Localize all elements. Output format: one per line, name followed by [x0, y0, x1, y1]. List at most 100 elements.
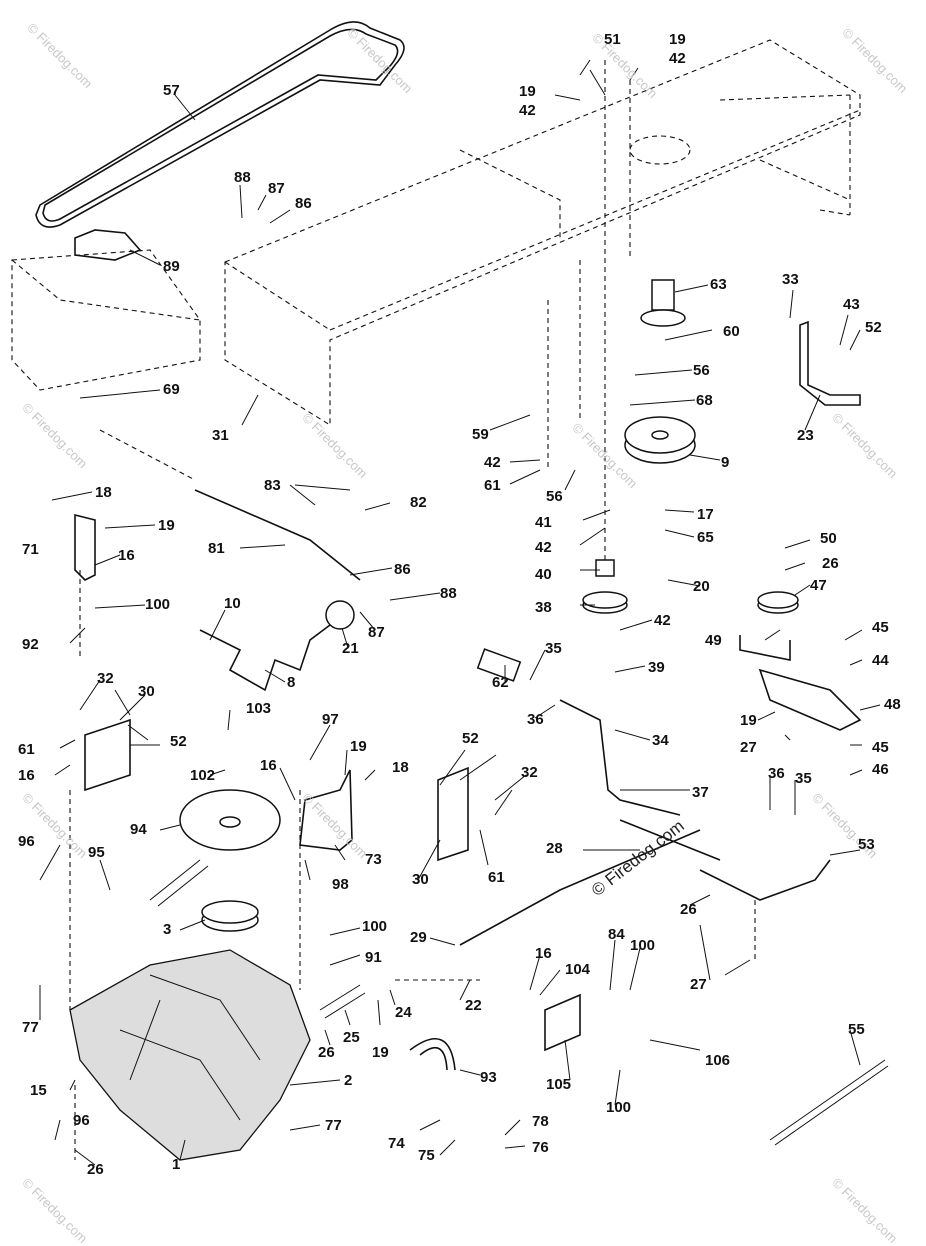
rod-81 — [194, 489, 361, 581]
label-31: 31 — [212, 427, 229, 444]
label-93: 93 — [480, 1069, 497, 1086]
label-22: 22 — [465, 997, 482, 1014]
label-48: 48 — [884, 696, 901, 713]
spring-25 — [319, 984, 366, 1019]
label-69: 69 — [163, 381, 180, 398]
label-73: 73 — [365, 851, 382, 868]
label-77-b: 77 — [325, 1117, 342, 1134]
label-35-b: 35 — [795, 770, 812, 787]
label-45-b: 45 — [872, 739, 889, 756]
label-33: 33 — [782, 271, 799, 288]
label-88-b: 88 — [440, 585, 457, 602]
label-28: 28 — [546, 840, 563, 857]
label-23: 23 — [797, 427, 814, 444]
label-19-e: 19 — [350, 738, 367, 755]
label-63: 63 — [710, 276, 727, 293]
label-45-a: 45 — [872, 619, 889, 636]
label-84: 84 — [608, 926, 625, 943]
label-102: 102 — [190, 767, 216, 784]
spring-95 — [149, 859, 209, 907]
transaxle — [69, 949, 311, 1161]
label-20: 20 — [693, 578, 710, 595]
label-32-a: 32 — [97, 670, 114, 687]
label-49: 49 — [705, 632, 722, 649]
label-61-a: 61 — [484, 477, 501, 494]
label-51: 51 — [604, 31, 621, 48]
label-47: 47 — [810, 577, 827, 594]
rod-28 — [459, 829, 701, 946]
label-104: 104 — [565, 961, 591, 978]
label-89: 89 — [163, 258, 180, 275]
label-42-e: 42 — [654, 612, 671, 629]
label-75: 75 — [418, 1147, 435, 1164]
label-52-a: 52 — [865, 319, 882, 336]
label-71: 71 — [22, 541, 39, 558]
bracket-30 — [84, 718, 131, 792]
label-82: 82 — [410, 494, 427, 511]
drive-belt — [35, 21, 405, 228]
label-77-a: 77 — [22, 1019, 39, 1036]
label-25: 25 — [343, 1029, 360, 1046]
bracket-48 — [758, 668, 862, 731]
label-76: 76 — [532, 1139, 549, 1156]
label-16-a: 16 — [118, 547, 135, 564]
label-24: 24 — [395, 1004, 412, 1021]
shaft-34 — [559, 699, 681, 816]
label-39: 39 — [648, 659, 665, 676]
label-60: 60 — [723, 323, 740, 340]
label-100-a: 100 — [145, 596, 171, 613]
label-52-b: 52 — [170, 733, 187, 750]
label-91: 91 — [365, 949, 382, 966]
label-105: 105 — [546, 1076, 572, 1093]
label-30-b: 30 — [412, 871, 429, 888]
label-26-a: 26 — [822, 555, 839, 572]
diagram-drawing — [11, 21, 889, 1166]
label-57: 57 — [163, 82, 180, 99]
label-81: 81 — [208, 540, 225, 557]
label-96-a: 96 — [18, 833, 35, 850]
label-1: 1 — [172, 1156, 181, 1173]
label-19-f: 19 — [372, 1044, 389, 1061]
label-2: 2 — [344, 1072, 353, 1089]
label-74: 74 — [388, 1135, 405, 1152]
label-59: 59 — [472, 426, 489, 443]
label-16-d: 16 — [535, 945, 552, 962]
label-87: 87 — [268, 180, 285, 197]
label-106: 106 — [705, 1052, 731, 1069]
belt-guard — [74, 229, 142, 261]
label-100-d: 100 — [606, 1099, 632, 1116]
label-3: 3 — [163, 921, 172, 938]
label-94: 94 — [130, 821, 147, 838]
rod-53 — [699, 859, 831, 901]
label-65: 65 — [697, 529, 714, 546]
label-16-b: 16 — [18, 767, 35, 784]
label-78: 78 — [532, 1113, 549, 1130]
label-103: 103 — [246, 700, 272, 717]
label-8: 8 — [287, 674, 296, 691]
label-10: 10 — [224, 595, 241, 612]
label-87-b: 87 — [368, 624, 385, 641]
label-98: 98 — [332, 876, 349, 893]
label-41: 41 — [535, 514, 552, 531]
label-61-c: 61 — [488, 869, 505, 886]
label-83: 83 — [264, 477, 281, 494]
spring-55 — [769, 1059, 889, 1146]
label-42-b: 42 — [669, 50, 686, 67]
label-30-a: 30 — [138, 683, 155, 700]
label-34: 34 — [652, 732, 669, 749]
lever-8 — [199, 624, 331, 692]
label-18-b: 18 — [392, 759, 409, 776]
label-35-a: 35 — [545, 640, 562, 657]
label-92: 92 — [22, 636, 39, 653]
label-26-c: 26 — [87, 1161, 104, 1178]
bracket-104 — [544, 993, 581, 1052]
label-68: 68 — [696, 392, 713, 409]
label-55: 55 — [848, 1021, 865, 1038]
label-19-a: 19 — [519, 83, 536, 100]
label-95: 95 — [88, 844, 105, 861]
label-36-b: 36 — [768, 765, 785, 782]
label-26-b: 26 — [318, 1044, 335, 1061]
label-56-a: 56 — [693, 362, 710, 379]
label-61-b: 61 — [18, 741, 35, 758]
label-97: 97 — [322, 711, 339, 728]
